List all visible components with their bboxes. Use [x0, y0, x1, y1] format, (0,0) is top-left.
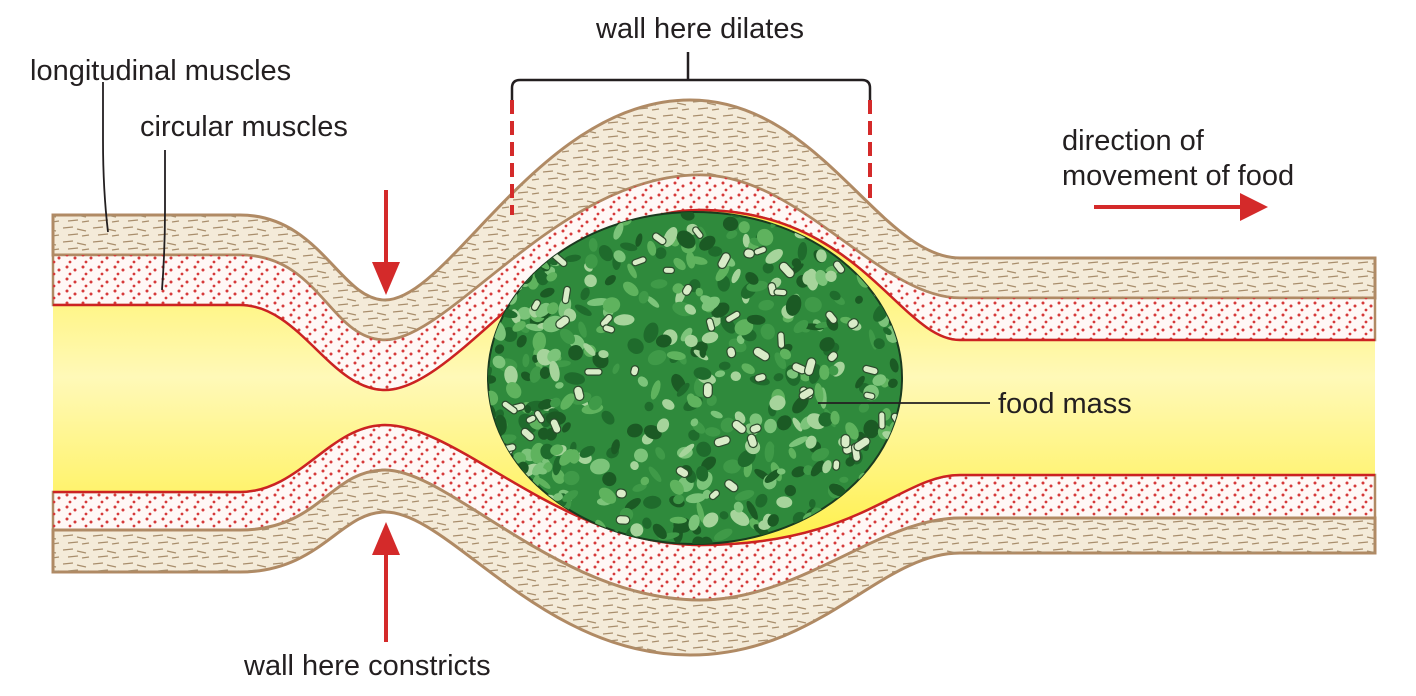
- arrow-down-icon: [372, 190, 400, 295]
- circular-muscles-label: circular muscles: [140, 111, 348, 143]
- circular-leader: [161, 150, 166, 291]
- arrow-up-icon: [372, 522, 400, 642]
- direction-label-line1: direction of: [1062, 125, 1205, 157]
- lumen-lower-border: [53, 423, 1375, 547]
- dilates-bracket: [510, 52, 872, 215]
- direction-label-line2: movement of food: [1062, 160, 1294, 192]
- longitudinal-muscles-label: longitudinal muscles: [30, 55, 291, 87]
- wall-constricts-label: wall here constricts: [243, 650, 491, 682]
- food-mass-label: food mass: [998, 388, 1132, 420]
- wall-dilates-label: wall here dilates: [595, 13, 804, 45]
- arrow-right-icon: [1094, 193, 1268, 221]
- longitudinal-leader: [102, 82, 109, 233]
